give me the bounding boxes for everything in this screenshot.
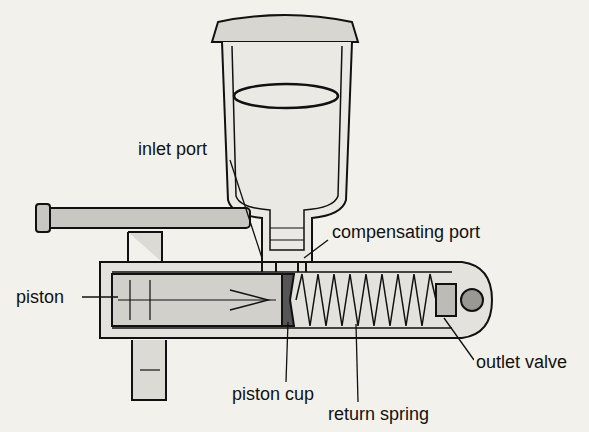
fluid-level-mark <box>234 84 338 108</box>
flange-top <box>128 232 162 262</box>
leader-line <box>356 324 358 402</box>
outlet-valve-body <box>436 284 456 316</box>
leader-line <box>82 296 118 297</box>
leader-line <box>286 322 288 382</box>
piston-cup-shape <box>282 274 294 326</box>
piston-arrow <box>230 290 268 310</box>
leader-line <box>304 240 328 258</box>
outlet-fitting <box>461 289 483 311</box>
push-rod <box>40 208 250 228</box>
part-label: compensating port <box>330 222 482 242</box>
spring-coils <box>296 274 436 326</box>
flange-hole <box>140 369 160 370</box>
piston-detail <box>118 280 276 320</box>
rod-end <box>36 204 50 232</box>
leader-line <box>230 160 262 258</box>
leader-line <box>444 318 474 360</box>
reservoir-cap <box>212 15 358 42</box>
piston-body <box>112 274 282 326</box>
flange-bottom <box>132 340 166 400</box>
part-label: outlet valve <box>474 352 569 372</box>
part-label: piston cup <box>230 384 316 404</box>
port-openings <box>262 262 306 272</box>
cylinder-bore <box>112 272 452 328</box>
part-label: inlet port <box>136 139 209 159</box>
cylinder-body <box>100 262 492 338</box>
part-label: return spring <box>326 404 431 424</box>
part-label: piston <box>14 287 66 307</box>
reservoir-neck-lines <box>270 228 304 240</box>
